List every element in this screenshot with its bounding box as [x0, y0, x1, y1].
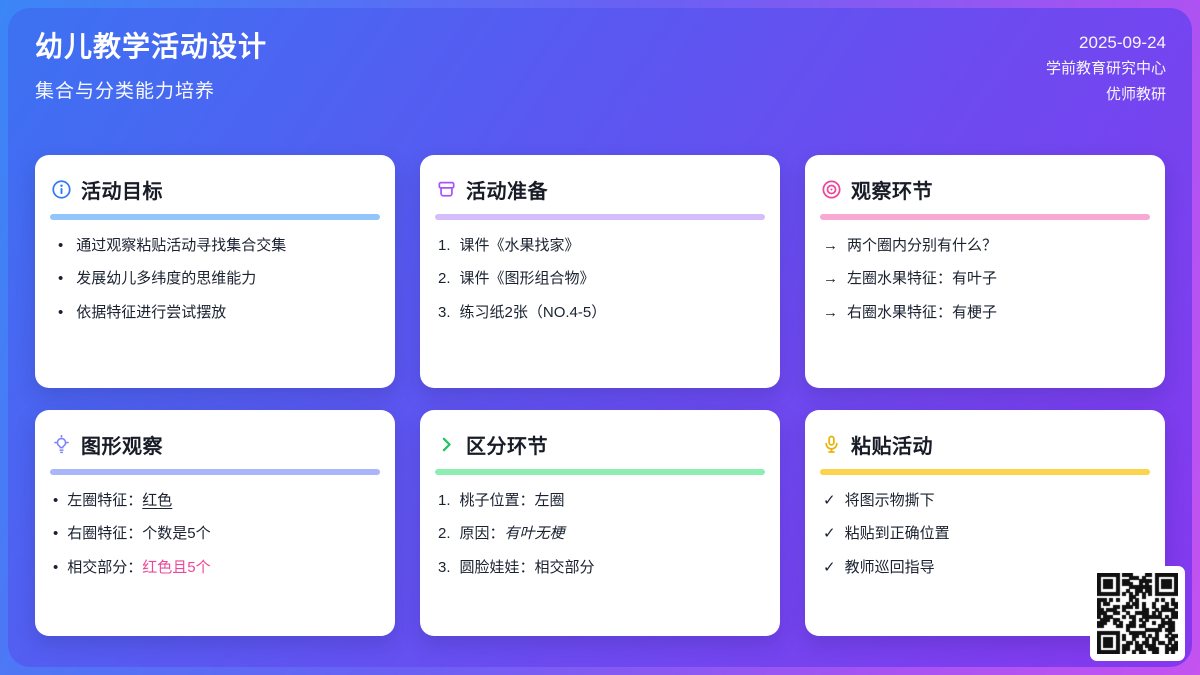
accent-rule	[50, 469, 380, 475]
card-shape-observation: 图形观察 •左圈特征：红色 •右圈特征：个数是5个 •相交部分：红色且5个	[35, 410, 395, 636]
list-item: 2.原因：有叶无梗	[438, 525, 565, 543]
list-item: ✓教师巡回指导	[823, 558, 935, 576]
accent-rule	[820, 214, 1150, 220]
list-item: ✓将图示物撕下	[823, 492, 935, 509]
card-header: 活动准备	[435, 175, 765, 204]
card-header: 活动目标	[50, 175, 380, 204]
list-item: →右圈水果特征：有梗子	[823, 303, 998, 321]
list-item: •相交部分：红色且5个	[53, 558, 211, 576]
card-title: 活动目标	[81, 181, 163, 203]
slide-header: 幼儿教学活动设计 集合与分类能力培养 2025-09-24 学前教育研究中心 优…	[35, 30, 1166, 108]
accent-rule	[435, 469, 765, 475]
header-titles: 幼儿教学活动设计 集合与分类能力培养	[35, 30, 267, 103]
card-title: 观察环节	[851, 181, 933, 203]
card-title: 图形观察	[81, 436, 163, 458]
org-text: 学前教育研究中心	[1045, 60, 1166, 77]
list-item: 1.桃子位置：左圈	[438, 492, 565, 509]
list-item: →两个圈内分别有什么？	[823, 237, 998, 254]
list-item: 1.课件《水果找家》	[438, 237, 580, 254]
card-header: 图形观察	[50, 430, 380, 459]
cards-grid: 活动目标 •通过观察粘贴活动寻找集合交集 •发展幼儿多纬度的思维能力 •依据特征…	[35, 155, 1165, 636]
card-observation: 观察环节 →两个圈内分别有什么？ →左圈水果特征：有叶子 →右圈水果特征：有梗子	[805, 155, 1165, 388]
page-subtitle: 集合与分类能力培养	[35, 80, 216, 102]
card-header: 观察环节	[820, 175, 1150, 204]
list-item: •依据特征进行尝试摆放	[58, 303, 227, 321]
card-header: 粘贴活动	[820, 430, 1150, 459]
brand-text: 优师教研	[1105, 86, 1166, 103]
underlined-value: 红色	[142, 492, 173, 509]
card-title: 区分环节	[466, 436, 548, 458]
accent-rule	[435, 214, 765, 220]
italic-value: 有叶无梗	[504, 525, 565, 543]
list-item: •通过观察粘贴活动寻找集合交集	[58, 237, 287, 254]
list-item: 3.练习纸2张（NO.4-5）	[438, 303, 607, 321]
card-title: 粘贴活动	[851, 436, 933, 458]
info-icon	[51, 179, 72, 200]
date-text: 2025-09-24	[1079, 33, 1166, 52]
list-item: 2.课件《图形组合物》	[438, 270, 595, 288]
card-header: 区分环节	[435, 430, 765, 459]
card-activity-preparation: 活动准备 1.课件《水果找家》 2.课件《图形组合物》 3.练习纸2张（NO.4…	[420, 155, 780, 388]
accent-rule	[820, 469, 1150, 475]
qr-code	[1090, 566, 1185, 661]
page-title: 幼儿教学活动设计	[35, 31, 268, 62]
list-item: •发展幼儿多纬度的思维能力	[58, 270, 257, 288]
list-item: ✓粘贴到正确位置	[823, 525, 950, 543]
lightbulb-icon	[51, 434, 72, 455]
card-activity-goals: 活动目标 •通过观察粘贴活动寻找集合交集 •发展幼儿多纬度的思维能力 •依据特征…	[35, 155, 395, 388]
list-item: •右圈特征：个数是5个	[53, 525, 211, 543]
chevron-right-icon	[436, 434, 457, 455]
highlighted-value: 红色且5个	[142, 558, 211, 576]
archive-icon	[436, 179, 457, 200]
header-meta: 2025-09-24 学前教育研究中心 优师教研	[1046, 30, 1166, 108]
accent-rule	[50, 214, 380, 220]
list-item: •左圈特征：红色	[53, 492, 173, 509]
card-distinguish: 区分环节 1.桃子位置：左圈 2.原因：有叶无梗 3.圆脸娃娃：相交部分	[420, 410, 780, 636]
target-icon	[821, 179, 842, 200]
card-title: 活动准备	[466, 181, 548, 203]
list-item: 3.圆脸娃娃：相交部分	[438, 558, 595, 576]
list-item: →左圈水果特征：有叶子	[823, 270, 998, 288]
microphone-icon	[821, 434, 842, 455]
